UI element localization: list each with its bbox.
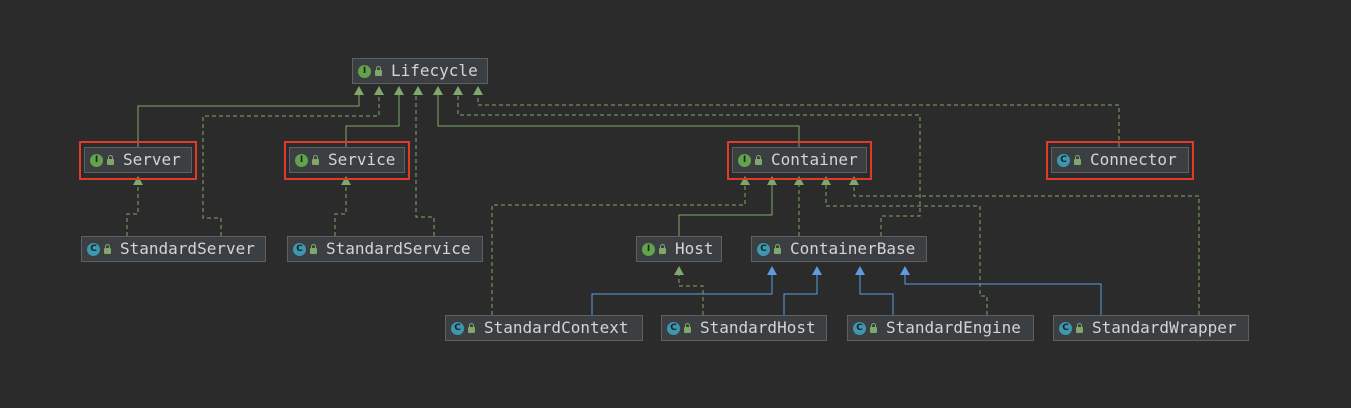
node-standard-server[interactable]: C StandardServer: [81, 236, 266, 262]
arrowhead: [855, 266, 865, 275]
lock-icon: [774, 243, 781, 254]
edge-standardengine-containerbase: [859, 275, 894, 315]
edge-standardcontext-containerbase: [591, 275, 773, 315]
class-icon: C: [1059, 321, 1072, 335]
edge-service-lifecycle: [345, 95, 400, 147]
arrowhead: [767, 266, 777, 275]
lock-icon: [755, 154, 762, 165]
lock-icon: [870, 322, 877, 333]
edge-standardwrapper-containerbase: [904, 275, 1102, 315]
node-standard-engine[interactable]: C StandardEngine: [847, 315, 1034, 341]
node-container[interactable]: I Container: [732, 147, 867, 173]
interface-icon: I: [358, 64, 371, 78]
node-label: ContainerBase: [790, 239, 916, 258]
lock-icon: [659, 243, 666, 254]
node-label: StandardServer: [120, 239, 255, 258]
class-icon: C: [667, 321, 680, 335]
edge-standardserver-server: [126, 185, 139, 236]
interface-icon: I: [90, 153, 103, 167]
edge-standardhost-host: [678, 275, 704, 315]
arrowhead: [374, 86, 384, 95]
arrowhead: [849, 176, 859, 185]
edge-standardhost-containerbase: [783, 275, 818, 315]
node-label: StandardEngine: [886, 318, 1021, 337]
arrowhead: [354, 86, 364, 95]
lock-icon: [468, 322, 475, 333]
edge-containerbase-lifecycle: [457, 95, 921, 236]
node-label: StandardContext: [484, 318, 629, 337]
node-label: Container: [771, 150, 858, 169]
arrowhead: [821, 176, 831, 185]
node-container-base[interactable]: C ContainerBase: [751, 236, 927, 262]
node-label: Host: [675, 239, 714, 258]
class-icon: C: [757, 242, 770, 256]
class-icon: C: [87, 242, 100, 256]
node-label: Lifecycle: [391, 61, 478, 80]
lock-icon: [684, 322, 691, 333]
node-label: StandardHost: [700, 318, 816, 337]
arrowhead: [453, 86, 463, 95]
class-icon: C: [1057, 153, 1070, 167]
interface-icon: I: [642, 242, 655, 256]
edge-standardservice-service: [334, 185, 347, 236]
node-label: Connector: [1090, 150, 1177, 169]
node-standard-service[interactable]: C StandardService: [287, 236, 483, 262]
arrowhead: [767, 176, 777, 185]
class-icon: C: [293, 242, 306, 256]
node-standard-wrapper[interactable]: C StandardWrapper: [1053, 315, 1249, 341]
edge-standardcontext-container: [491, 185, 746, 315]
arrowhead: [674, 266, 684, 275]
node-label: Service: [328, 150, 396, 169]
node-server[interactable]: I Server: [84, 147, 192, 173]
node-label: Server: [123, 150, 181, 169]
edge-server-lifecycle: [137, 95, 360, 147]
edge-standardservice-lifecycle: [415, 95, 435, 236]
node-host[interactable]: I Host: [636, 236, 722, 262]
lock-icon: [1076, 322, 1083, 333]
arrowhead: [473, 86, 483, 95]
node-service[interactable]: I Service: [289, 147, 405, 173]
class-icon: C: [853, 321, 866, 335]
lock-icon: [1074, 154, 1081, 165]
lock-icon: [104, 243, 111, 254]
node-standard-context[interactable]: C StandardContext: [445, 315, 643, 341]
class-icon: C: [451, 321, 464, 335]
edge-host-container: [678, 185, 773, 236]
arrowhead: [740, 176, 750, 185]
interface-icon: I: [295, 153, 308, 167]
arrowhead: [394, 86, 404, 95]
node-label: StandardService: [326, 239, 471, 258]
edge-standardengine-container: [825, 185, 988, 315]
lock-icon: [312, 154, 319, 165]
edge-standardwrapper-container: [853, 185, 1200, 315]
node-label: StandardWrapper: [1092, 318, 1237, 337]
node-standard-host[interactable]: C StandardHost: [661, 315, 827, 341]
edge-container-lifecycle: [437, 95, 800, 147]
lock-icon: [107, 154, 114, 165]
arrowhead: [794, 176, 804, 185]
arrowhead: [413, 86, 423, 95]
arrowhead: [341, 176, 351, 185]
lock-icon: [375, 65, 382, 76]
arrowhead: [812, 266, 822, 275]
node-lifecycle[interactable]: I Lifecycle: [352, 58, 488, 84]
arrowhead: [433, 86, 443, 95]
edge-standardserver-lifecycle: [202, 95, 380, 236]
node-connector[interactable]: C Connector: [1051, 147, 1189, 173]
edge-connector-lifecycle: [477, 95, 1120, 147]
lock-icon: [310, 243, 317, 254]
arrowhead: [133, 176, 143, 185]
interface-icon: I: [738, 153, 751, 167]
arrowhead: [900, 266, 910, 275]
